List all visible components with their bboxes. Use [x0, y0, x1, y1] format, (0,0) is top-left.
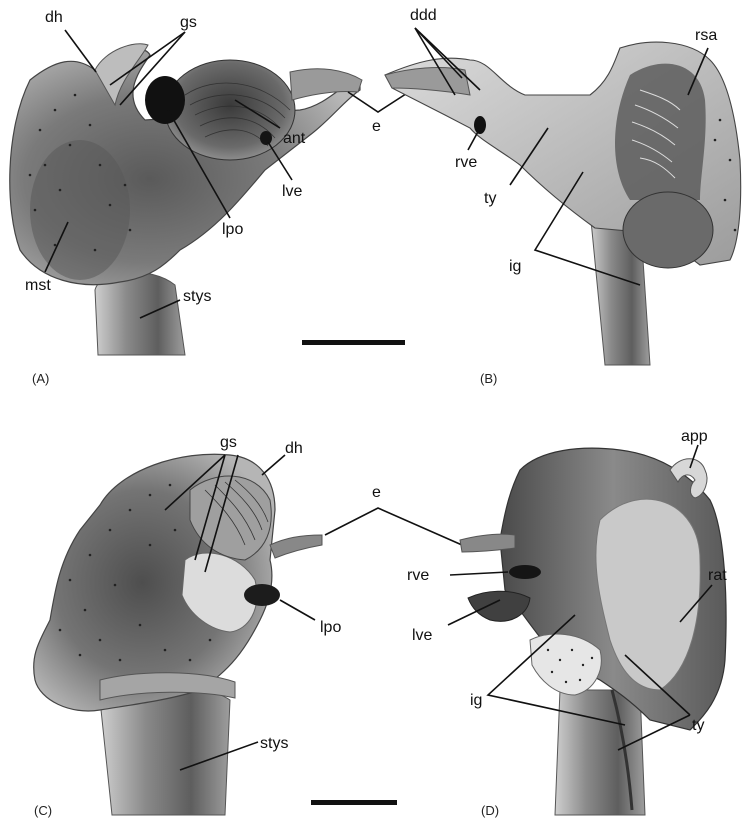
label-e-top: e: [372, 118, 381, 135]
panel-b-rve-dark: [474, 116, 486, 134]
leader-c-stys: [179, 741, 259, 771]
panel-d-rve-dark: [509, 565, 541, 579]
panel-c-dots: [58, 483, 212, 662]
leader-c-dh: [261, 454, 286, 476]
leader-d-rve: [449, 571, 509, 576]
label-a-gs: gs: [180, 14, 197, 31]
label-a-mst: mst: [25, 277, 51, 294]
panel-b-dots: [713, 118, 737, 232]
panel-a-mst-area: [30, 140, 130, 280]
panel-d-pale-lobe: [529, 633, 602, 696]
panel-d-ig-groove: [610, 689, 634, 811]
panel-a-lve-dark: [260, 131, 272, 145]
leader-a-mst: [44, 221, 69, 273]
label-d-app: app: [681, 428, 708, 445]
leader-a-lpo: [167, 109, 231, 219]
panel-d-embolus: [459, 533, 516, 553]
panel-b: ddd rsa rve ty ig (B): [384, 7, 742, 386]
label-b-ty: ty: [484, 190, 496, 207]
label-a-lve: lve: [282, 183, 303, 200]
leader-b-ig: [533, 171, 641, 286]
panel-c-lpo-dark: [244, 584, 280, 606]
leader-d-ty-1: [624, 654, 691, 716]
leader-b-ddd-1: [414, 27, 481, 91]
panel-a-stem: [94, 271, 186, 356]
panel-c: gs dh e lpo stys (C): [33, 434, 463, 818]
label-c-dh: dh: [285, 440, 303, 457]
leader-c-gs-1: [164, 454, 226, 511]
leader-e-bottom: [324, 507, 463, 546]
label-b-rsa: rsa: [695, 27, 717, 44]
label-d-ig: ig: [470, 692, 482, 709]
leader-b-ty: [509, 127, 549, 186]
label-b-rve: rve: [455, 154, 477, 171]
panel-label-d: (D): [481, 803, 499, 818]
panel-label-b: (B): [480, 371, 497, 386]
panel-a-embolus: [289, 68, 363, 101]
leader-d-app: [689, 444, 699, 469]
panel-d-rat-region: [595, 498, 701, 691]
label-a-lpo: lpo: [222, 221, 243, 238]
leader-b-ddd-2: [414, 27, 463, 79]
label-a-stys: stys: [183, 288, 211, 305]
label-b-ddd: ddd: [410, 7, 437, 24]
panel-a-lpo-dark: [145, 76, 185, 124]
leader-a-stys: [139, 299, 181, 319]
leader-d-ig: [486, 614, 626, 726]
leader-b-ddd-3: [414, 27, 456, 96]
panel-d-dots: [546, 648, 594, 684]
leader-b-rve: [467, 127, 481, 151]
label-d-rve: rve: [407, 567, 429, 584]
leader-c-lpo: [279, 599, 316, 621]
label-e-bottom: e: [372, 484, 381, 501]
panel-d-lve: [467, 590, 531, 622]
label-a-dh: dh: [45, 9, 63, 26]
panel-a: dh gs ant lve lpo mst stys e (A): [9, 9, 413, 386]
panel-label-c: (C): [34, 803, 52, 818]
leader-c-gs-2: [194, 454, 226, 561]
panel-c-base-ring: [99, 672, 236, 701]
leader-d-ty-2: [617, 714, 691, 751]
leader-e-top: [347, 89, 413, 113]
panel-c-embolus: [269, 534, 323, 559]
leader-a-dh: [64, 29, 97, 73]
panel-b-rsa-region: [615, 63, 706, 201]
panel-label-a: (A): [32, 371, 49, 386]
panel-b-embolus: [384, 67, 471, 96]
label-c-stys: stys: [260, 735, 288, 752]
panel-a-dh: [94, 43, 149, 107]
leader-c-gs-3: [204, 454, 239, 573]
panel-a-dots: [28, 93, 132, 252]
label-c-gs: gs: [220, 434, 237, 451]
leader-b-rsa: [687, 47, 709, 96]
panel-d-app: [669, 458, 708, 499]
leader-d-rat: [679, 584, 713, 623]
label-d-rat: rat: [708, 567, 727, 584]
panel-c-gs-region: [181, 552, 258, 633]
leader-d-lve: [447, 599, 501, 626]
leader-a-ant: [234, 99, 281, 129]
scale-bar-bottom: [311, 800, 397, 805]
leader-a-lve: [267, 141, 293, 181]
leader-a-gs-1: [109, 31, 186, 86]
leader-a-gs-2: [119, 31, 186, 106]
label-d-ty: ty: [692, 717, 704, 734]
label-d-lve: lve: [412, 627, 433, 644]
panel-b-rsa-hairs: [631, 89, 681, 179]
label-c-lpo: lpo: [320, 619, 341, 636]
label-b-ig: ig: [509, 258, 521, 275]
label-a-ant: ant: [283, 130, 306, 147]
scale-bar-top: [302, 340, 405, 345]
panel-d: app rve rat lve ig ty (D): [407, 428, 727, 818]
panel-b-tegular-lobe: [622, 191, 714, 269]
